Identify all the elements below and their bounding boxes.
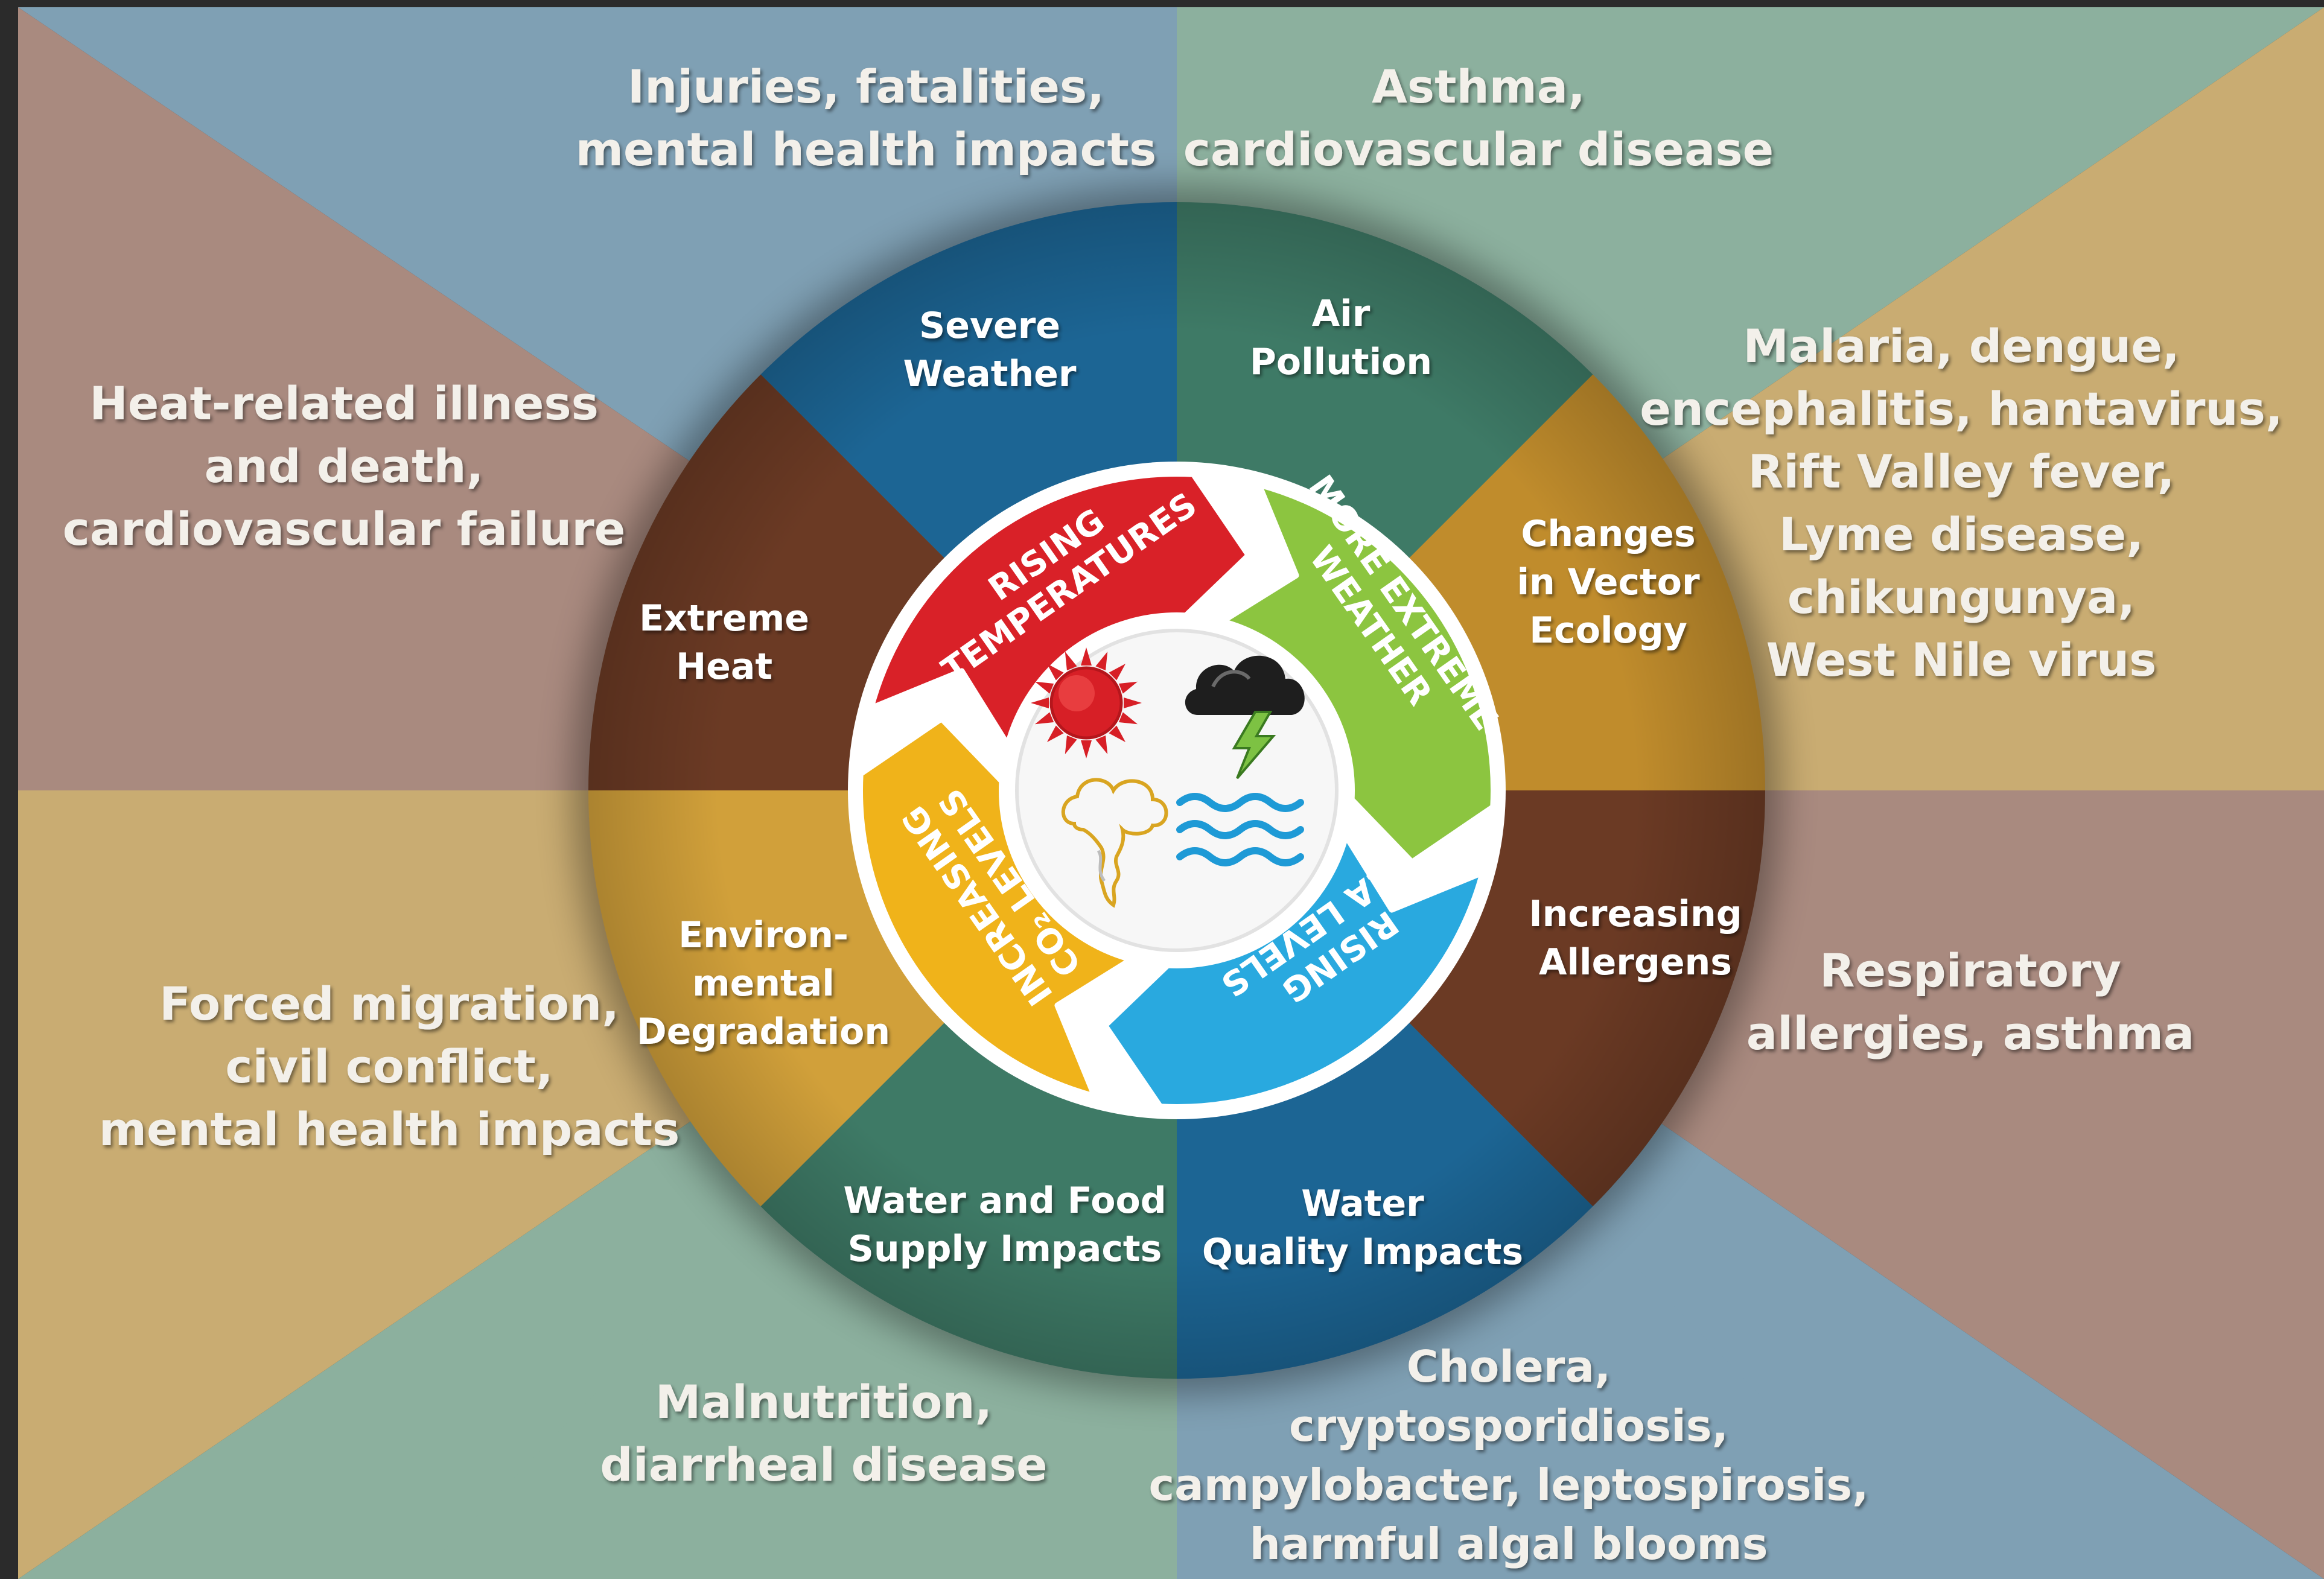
impact-waterborne-line: campylobacter, leptospirosis,	[1148, 1460, 1868, 1510]
impact-malnutrition-line: diarrheal disease	[600, 1438, 1047, 1492]
impact-forced-migration-line: civil conflict,	[225, 1040, 553, 1093]
exposure-severe-weather-line: Weather	[903, 353, 1077, 395]
arrow-increasing-co2	[857, 715, 1135, 1100]
exposure-vector-ecology-line: in Vector	[1517, 561, 1699, 603]
sun-icon	[1031, 647, 1142, 758]
impact-asthma-cardiovascular-line: cardiovascular disease	[1183, 122, 1774, 176]
smoke-cloud-icon	[1061, 778, 1168, 908]
driver-arrows	[857, 471, 1497, 1110]
exposure-environmental-degradation-line: Environ-	[678, 914, 848, 956]
exposure-vector-ecology-line: Ecology	[1529, 609, 1687, 652]
exposure-water-quality-line: Water	[1301, 1183, 1424, 1225]
health-impact-labels: Injuries, fatalities, mental health impac…	[63, 60, 2283, 1569]
exposure-water-quality-line: Quality Impacts	[1202, 1231, 1523, 1273]
exposure-allergens-line: Allergens	[1539, 941, 1732, 983]
arrow-more-extreme-weather	[1219, 481, 1497, 866]
exposure-environmental-degradation-line: mental	[692, 962, 835, 1005]
impact-forced-migration-line: Forced migration,	[159, 977, 619, 1031]
impact-heat-related-line: and death,	[205, 439, 484, 493]
impact-forced-migration-line: mental health impacts	[99, 1102, 680, 1156]
impact-asthma-cardiovascular: Asthma, cardiovascular disease	[1183, 60, 1774, 176]
exposure-vector-ecology-line: Changes	[1521, 513, 1695, 555]
exposure-air-pollution-line: Pollution	[1250, 341, 1432, 383]
impact-waterborne-line: Cholera,	[1407, 1341, 1611, 1392]
exposure-extreme-heat-line: Heat	[676, 646, 772, 688]
impact-vector-borne-line: Malaria, dengue,	[1743, 319, 2179, 373]
impact-vector-borne-line: Rift Valley fever,	[1748, 445, 2175, 498]
arrow-rising-sea-levels	[1101, 833, 1486, 1110]
impact-injuries-line: mental health impacts	[576, 122, 1156, 176]
impact-waterborne-line: cryptosporidiosis,	[1289, 1400, 1728, 1451]
impact-vector-borne-line: encephalitis, hantavirus,	[1640, 382, 2282, 436]
impact-waterborne: Cholera, cryptosporidiosis, campylobacter,…	[1148, 1341, 1868, 1569]
waves-icon	[1176, 793, 1304, 866]
exposure-water-food-line: Supply Impacts	[848, 1228, 1162, 1270]
impact-vector-borne-line: Lyme disease,	[1779, 507, 2144, 561]
impact-vector-borne-line: West Nile virus	[1766, 633, 2157, 687]
impact-malnutrition-line: Malnutrition,	[655, 1375, 993, 1429]
exposure-severe-weather-line: Severe	[919, 305, 1060, 347]
impact-asthma-cardiovascular-line: Asthma,	[1372, 60, 1585, 113]
arrow-rising-temperatures	[867, 471, 1252, 748]
impact-heat-related-line: cardiovascular failure	[63, 502, 626, 556]
impact-waterborne-line: harmful algal blooms	[1250, 1519, 1768, 1569]
exposure-extreme-heat-line: Extreme	[639, 597, 809, 640]
impact-injuries-line: Injuries, fatalities,	[628, 60, 1104, 113]
impact-heat-related-line: Heat-related illness	[89, 376, 599, 430]
impact-respiratory-line: allergies, asthma	[1746, 1006, 2194, 1060]
storm-cloud-icon	[1185, 655, 1305, 780]
impact-injuries: Injuries, fatalities, mental health impac…	[576, 60, 1156, 176]
impact-respiratory-line: Respiratory	[1819, 944, 2121, 997]
impact-respiratory: Respiratory allergies, asthma	[1746, 944, 2194, 1060]
impact-vector-borne-line: chikungunya,	[1788, 570, 2135, 624]
impact-vector-borne: Malaria, dengue, encephalitis, hantavirus…	[1640, 319, 2282, 687]
exposure-water-food-line: Water and Food	[843, 1180, 1166, 1222]
exposure-environmental-degradation-line: Degradation	[637, 1011, 890, 1053]
impact-malnutrition: Malnutrition, diarrheal disease	[600, 1375, 1047, 1492]
impact-heat-related: Heat-related illness and death, cardiovasc…	[63, 376, 626, 556]
impact-forced-migration: Forced migration, civil conflict, mental h…	[99, 977, 680, 1156]
exposure-allergens-line: Increasing	[1529, 893, 1742, 935]
exposure-air-pollution-line: Air	[1312, 293, 1371, 335]
